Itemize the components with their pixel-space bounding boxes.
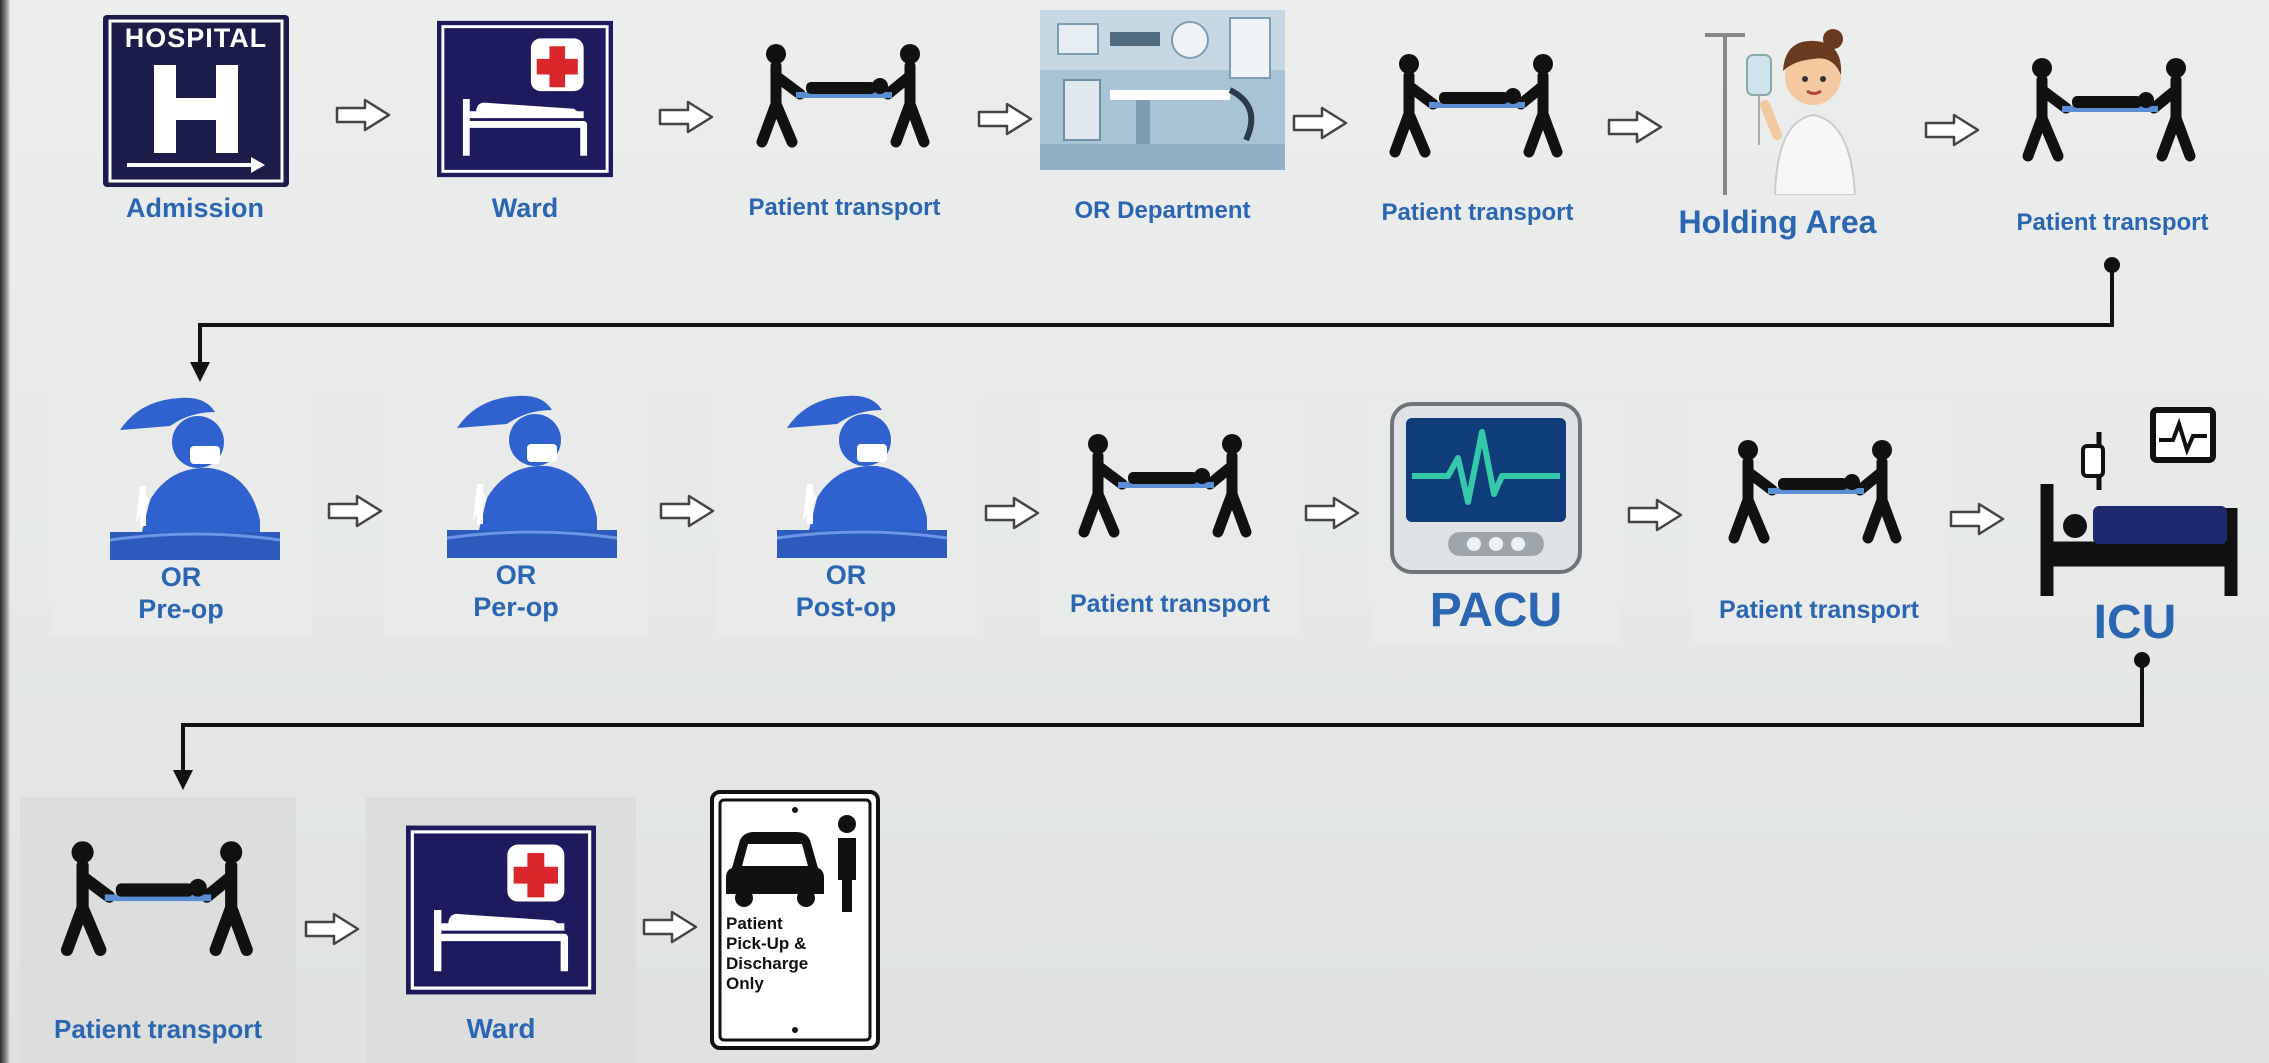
operating-room-icon bbox=[1040, 10, 1285, 170]
step-or-per-op: OR Per-op bbox=[385, 388, 647, 636]
step-label: Ward bbox=[466, 1013, 536, 1044]
hospital-sign-text: HOSPITAL bbox=[124, 23, 268, 53]
stretcher-carriers-icon bbox=[754, 42, 934, 152]
flow-arrow-icon bbox=[1922, 113, 1982, 147]
step-patient-transport-5: Patient transport bbox=[1690, 402, 1948, 642]
nurse-iv-drip-icon bbox=[1705, 29, 1857, 195]
discharge-sign-line: Patient bbox=[726, 914, 783, 933]
hospital-bed-icon bbox=[437, 18, 613, 180]
step-label: Patient transport bbox=[748, 194, 941, 221]
flow-arrow-icon bbox=[656, 100, 716, 134]
step-label-line1: OR bbox=[825, 560, 867, 590]
discharge-sign-icon bbox=[710, 790, 880, 1050]
flow-arrow-icon bbox=[657, 494, 717, 528]
stretcher-carriers-icon bbox=[1076, 432, 1256, 542]
step-label: OR Department bbox=[1074, 197, 1251, 224]
step-label: Holding Area bbox=[1678, 204, 1877, 240]
stretcher-carriers-icon bbox=[1387, 52, 1567, 162]
step-label: Admission bbox=[125, 193, 265, 223]
flow-arrow-icon bbox=[1947, 502, 2007, 536]
flow-arrow-icon bbox=[982, 496, 1042, 530]
step-label-line1: OR bbox=[160, 562, 202, 592]
surgeon-icon bbox=[110, 390, 280, 560]
step-patient-transport-6: Patient transport bbox=[20, 797, 296, 1063]
vital-signs-monitor-icon bbox=[1390, 402, 1582, 574]
stretcher-carriers-icon bbox=[58, 839, 258, 961]
stretcher-carriers-icon bbox=[1726, 438, 1906, 548]
step-label-line2: Pre-op bbox=[138, 594, 224, 624]
hospital-sign-icon bbox=[103, 15, 289, 187]
surgeon-icon bbox=[777, 388, 947, 558]
step-label-line2: Post-op bbox=[795, 592, 897, 622]
step-holding-area: Holding Area bbox=[1665, 25, 1930, 250]
step-label: Patient transport bbox=[1718, 596, 1920, 624]
flow-arrow-icon bbox=[1302, 496, 1362, 530]
step-ward-return: Ward bbox=[366, 797, 636, 1063]
step-pacu: PACU bbox=[1370, 402, 1622, 642]
step-label: PACU bbox=[1429, 584, 1563, 637]
step-label: Patient transport bbox=[53, 1014, 263, 1044]
step-label: ICU bbox=[2093, 596, 2177, 649]
step-or-pre-op: OR Pre-op bbox=[50, 388, 312, 636]
step-label: Ward bbox=[491, 193, 559, 223]
step-patient-transport-4: Patient transport bbox=[1040, 400, 1300, 635]
discharge-sign-line: Discharge bbox=[726, 954, 809, 973]
flow-arrow-icon bbox=[1290, 106, 1350, 140]
left-screen-edge bbox=[0, 0, 10, 1063]
flow-arrow-icon bbox=[1605, 110, 1665, 144]
flow-arrow-icon bbox=[333, 98, 393, 132]
step-patient-transport-2: Patient transport bbox=[1355, 24, 1600, 239]
icu-bed-monitor-icon bbox=[2040, 407, 2238, 596]
discharge-sign-line: Pick-Up & bbox=[726, 934, 807, 953]
step-discharge: Patient Pick-Up & Discharge Only bbox=[710, 790, 880, 1050]
step-patient-transport-1: Patient transport bbox=[722, 20, 967, 235]
step-label: Patient transport bbox=[2016, 209, 2209, 236]
flow-arrow-icon bbox=[302, 912, 362, 946]
step-or-post-op: OR Post-op bbox=[715, 388, 977, 636]
step-icu: ICU bbox=[2015, 400, 2255, 660]
step-ward: Ward bbox=[435, 18, 615, 233]
flow-arrow-icon bbox=[325, 494, 385, 528]
step-patient-transport-3: Patient transport bbox=[1990, 28, 2235, 243]
stretcher-carriers-icon bbox=[2020, 56, 2200, 166]
flow-arrow-icon bbox=[975, 102, 1035, 136]
step-label-line2: Per-op bbox=[473, 592, 559, 622]
hospital-bed-icon bbox=[406, 819, 596, 1001]
flow-arrow-icon bbox=[1625, 498, 1685, 532]
flow-arrow-icon bbox=[640, 910, 700, 944]
step-label: Patient transport bbox=[1381, 199, 1574, 226]
step-admission: HOSPITAL Admission bbox=[95, 15, 295, 230]
discharge-sign-line: Only bbox=[726, 974, 764, 993]
step-label-line1: OR bbox=[495, 560, 537, 590]
step-or-department: OR Department bbox=[1040, 10, 1285, 240]
step-label: Patient transport bbox=[1069, 590, 1271, 618]
surgeon-icon bbox=[447, 388, 617, 558]
